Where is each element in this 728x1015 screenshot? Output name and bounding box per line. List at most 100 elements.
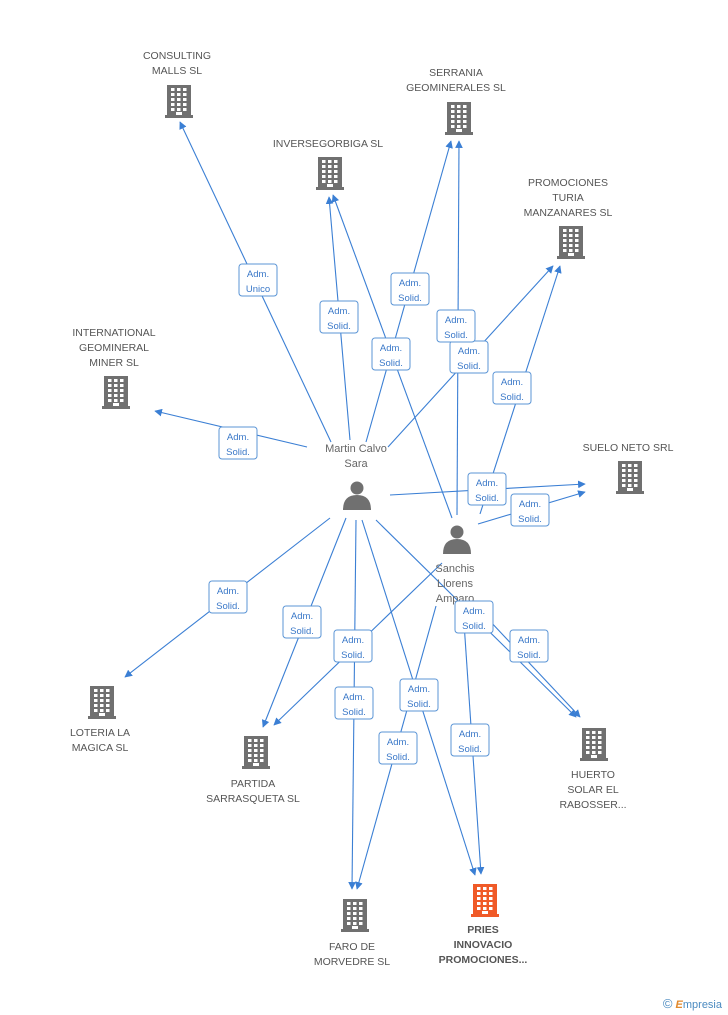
company-label: PROMOCIONES... <box>439 954 528 966</box>
company-serrania[interactable]: SERRANIA GEOMINERALES SL <box>406 67 506 135</box>
company-label: SERRANIA <box>429 67 483 79</box>
edge-label-text: Adm. <box>408 684 430 695</box>
company-turia[interactable]: PROMOCIONES TURIA MANZANARES SL <box>524 177 613 259</box>
edge-label-sanchis-inversegorbiga[interactable]: Adm.Solid. <box>371 337 411 371</box>
edge-label-box <box>454 600 494 634</box>
edge-label-box <box>467 472 507 506</box>
edge-label-box <box>208 580 248 614</box>
building-icon <box>557 226 585 259</box>
building-icon <box>102 376 130 409</box>
edge-label-box <box>218 426 258 460</box>
edge-label-sanchis-faro[interactable]: Adm.Solid. <box>378 731 418 765</box>
company-label: PROMOCIONES <box>528 177 608 189</box>
edge-label-text: Solid. <box>458 744 482 755</box>
company-label: INVERSEGORBIGA SL <box>273 138 383 150</box>
nodes-layer: CONSULTING MALLS SL SERRANIA GEOMINERALES S… <box>70 50 674 968</box>
edge-label-sanchis-turia[interactable]: Adm.Solid. <box>492 371 532 405</box>
edge-label-sanchis-huerto[interactable]: Adm. Solid. <box>454 600 494 634</box>
edge-label-text: Adm. <box>247 269 269 280</box>
edge-label-text: Adm. <box>518 635 540 646</box>
edge-label-martin-loteria[interactable]: Adm.Solid. <box>208 580 248 614</box>
person-label: Sanchis <box>435 563 475 575</box>
edge-label-martin-turia[interactable]: Adm. Solid. <box>449 340 489 374</box>
edge-label-text: Adm. <box>519 499 541 510</box>
company-label: FARO DE <box>329 941 375 953</box>
edge-label-box <box>333 629 373 663</box>
edge-label-box <box>378 731 418 765</box>
edge-label-text: Adm. <box>227 432 249 443</box>
edge-label-sanchis-pries[interactable]: Adm. Solid. <box>450 723 490 757</box>
copyright-symbol: © <box>662 996 673 1011</box>
edge-label-box <box>334 686 374 720</box>
edge-label-text: Adm. <box>291 611 313 622</box>
edge-label-box <box>399 678 439 712</box>
company-suelo[interactable]: SUELO NETO SRL <box>583 442 674 494</box>
edge-label-box <box>371 337 411 371</box>
company-label: SARRASQUETA SL <box>206 793 300 805</box>
edge-label-sanchis-serrania[interactable]: Adm.Solid. <box>436 309 476 343</box>
edge-label-text: Solid. <box>407 699 431 710</box>
company-label: MALLS SL <box>152 65 202 77</box>
person-label: Martin Calvo <box>325 443 387 455</box>
edge-label-text: Adm. <box>399 278 421 289</box>
company-label: GEOMINERALES SL <box>406 82 506 94</box>
edge-label-box <box>238 263 278 297</box>
person-icon <box>443 525 471 554</box>
edge-label-text: Solid. <box>290 626 314 637</box>
edge-label-text: Solid. <box>500 392 524 403</box>
edge-label-text: Adm. <box>463 606 485 617</box>
edge-label-martin-pries[interactable]: Adm. Solid. <box>399 678 439 712</box>
building-icon <box>88 686 116 719</box>
edge-label-martin-suelo[interactable]: Adm.Solid. <box>467 472 507 506</box>
building-icon <box>471 884 499 917</box>
edge-label-sanchis-partida[interactable]: Adm.Solid. <box>333 629 373 663</box>
company-consulting[interactable]: CONSULTING MALLS SL <box>143 50 211 118</box>
edge-label-text: Solid. <box>517 650 541 661</box>
edge-label-text: Unico <box>246 284 270 295</box>
company-label: LOTERIA LA <box>70 727 130 739</box>
company-label: CONSULTING <box>143 50 211 62</box>
edge-label-text: Adm. <box>458 346 480 357</box>
company-label: INNOVACIO <box>454 939 513 951</box>
company-pries[interactable]: PRIESINNOVACIOPROMOCIONES... <box>439 884 528 966</box>
edge-label-text: Solid. <box>444 330 468 341</box>
brand-name: mpresia <box>682 999 722 1011</box>
edge-label-box <box>492 371 532 405</box>
building-icon <box>316 157 344 190</box>
edge-label-martin-international[interactable]: Adm.Solid. <box>218 426 258 460</box>
edge-label-text: Solid. <box>457 361 481 372</box>
edge-label-martin-serrania[interactable]: Adm.Solid. <box>390 272 430 306</box>
edge-label-martin-consulting[interactable]: Adm. Unico <box>238 263 278 297</box>
person-label: Llorens <box>437 578 474 590</box>
edge-label-text: Adm. <box>459 729 481 740</box>
company-label: PARTIDA <box>231 778 276 790</box>
company-inversegorbiga[interactable]: INVERSEGORBIGA SL <box>273 138 383 190</box>
edge-label-box <box>390 272 430 306</box>
building-icon <box>341 899 369 932</box>
edge-label-martin-inversegorbiga[interactable]: Adm.Solid. <box>319 300 359 334</box>
edge-labels-layer: Adm.UnicoAdm.Solid.Adm.Solid.Adm.Solid.A… <box>208 263 550 765</box>
edge-label-martin-partida[interactable]: Adm. Solid. <box>282 605 322 639</box>
edge-label-martin-faro[interactable]: Adm.Solid. <box>334 686 374 720</box>
edge-label-text: Solid. <box>379 358 403 369</box>
building-icon <box>580 728 608 761</box>
person-label: Sara <box>344 458 368 470</box>
edge-label-text: Solid. <box>462 621 486 632</box>
edge-label-text: Adm. <box>343 692 365 703</box>
person-icon <box>343 481 371 510</box>
company-label: INTERNATIONAL <box>72 327 155 339</box>
company-partida[interactable]: PARTIDA SARRASQUETA SL <box>206 736 300 805</box>
company-label: MINER SL <box>89 357 139 369</box>
edge-label-sanchis-suelo[interactable]: Adm.Solid. <box>510 493 550 527</box>
edge-label-martin-huerto[interactable]: Adm. Solid. <box>509 629 549 663</box>
company-label: TURIA <box>552 192 584 204</box>
edge-label-box <box>509 629 549 663</box>
company-label: MANZANARES SL <box>524 207 613 219</box>
edge-label-text: Solid. <box>327 321 351 332</box>
